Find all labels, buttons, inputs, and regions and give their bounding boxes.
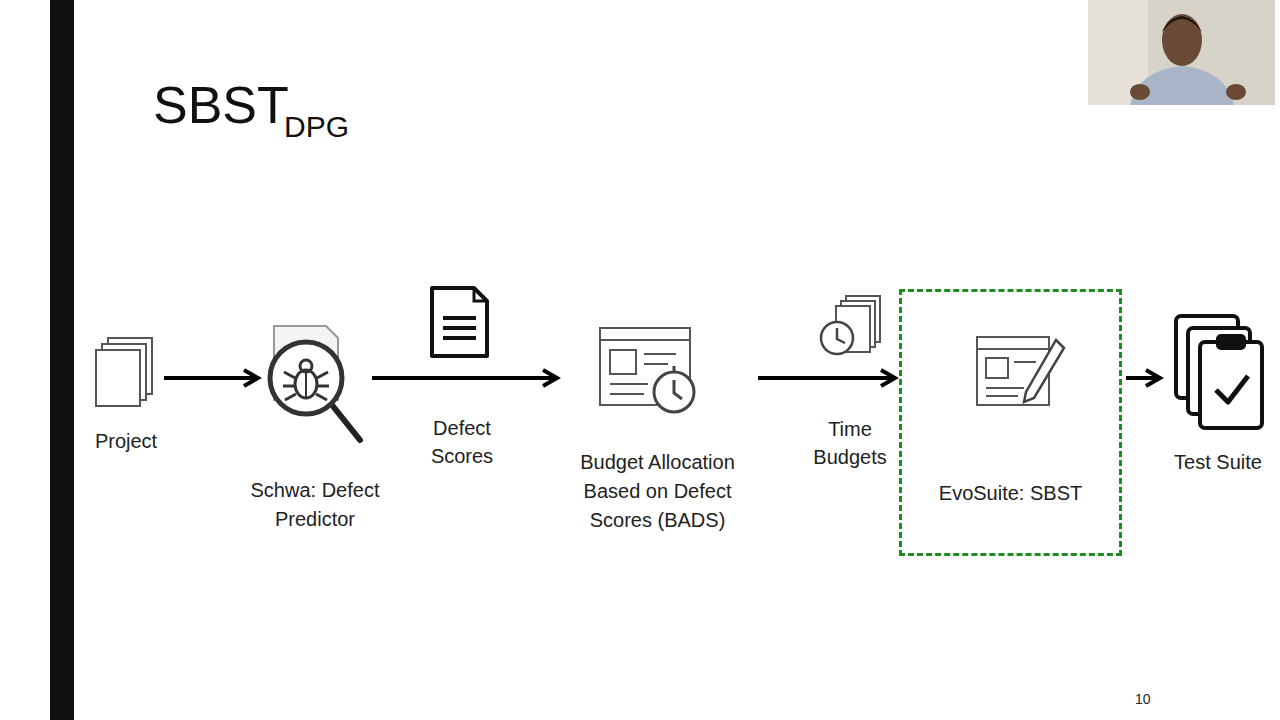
- flow-arrow: [1126, 376, 1160, 380]
- document-stack-icon: [96, 338, 152, 406]
- node-label: Test Suite: [1153, 448, 1280, 477]
- webcam-image: [1088, 0, 1275, 105]
- icon-node: Budget Allocation Based on Defect Scores…: [561, 320, 754, 436]
- icon-node: Test Suite: [1164, 320, 1272, 436]
- node-label: Project: [66, 427, 186, 456]
- edge-label: Time Budgets: [805, 415, 895, 471]
- node-label: Schwa: Defect Predictor: [220, 476, 410, 534]
- icon-node: Project: [92, 320, 160, 436]
- node-label: Budget Allocation Based on Defect Scores…: [558, 448, 758, 535]
- flow-arrow: [164, 376, 258, 380]
- edge-label: Defect Scores: [417, 414, 507, 470]
- window-pencil-icon: [977, 337, 1064, 405]
- process-box: EvoSuite: SBST: [899, 289, 1122, 556]
- clipboard-stack-icon: [1176, 316, 1262, 428]
- flow-arrow: [758, 376, 895, 380]
- window-stopwatch-icon: [600, 328, 694, 412]
- page-number: 10: [1135, 690, 1151, 708]
- document-icon: [432, 288, 487, 356]
- side-bar: [50, 0, 74, 720]
- clock-document-icon: [821, 296, 880, 354]
- flow-arrow: [372, 376, 557, 380]
- title-subscript: DPG: [284, 110, 349, 144]
- node-label: EvoSuite: SBST: [911, 479, 1111, 508]
- icon-node: Schwa: Defect Predictor: [262, 320, 368, 436]
- slide-title: SBST: [153, 75, 289, 135]
- bug-search-icon: [270, 326, 360, 440]
